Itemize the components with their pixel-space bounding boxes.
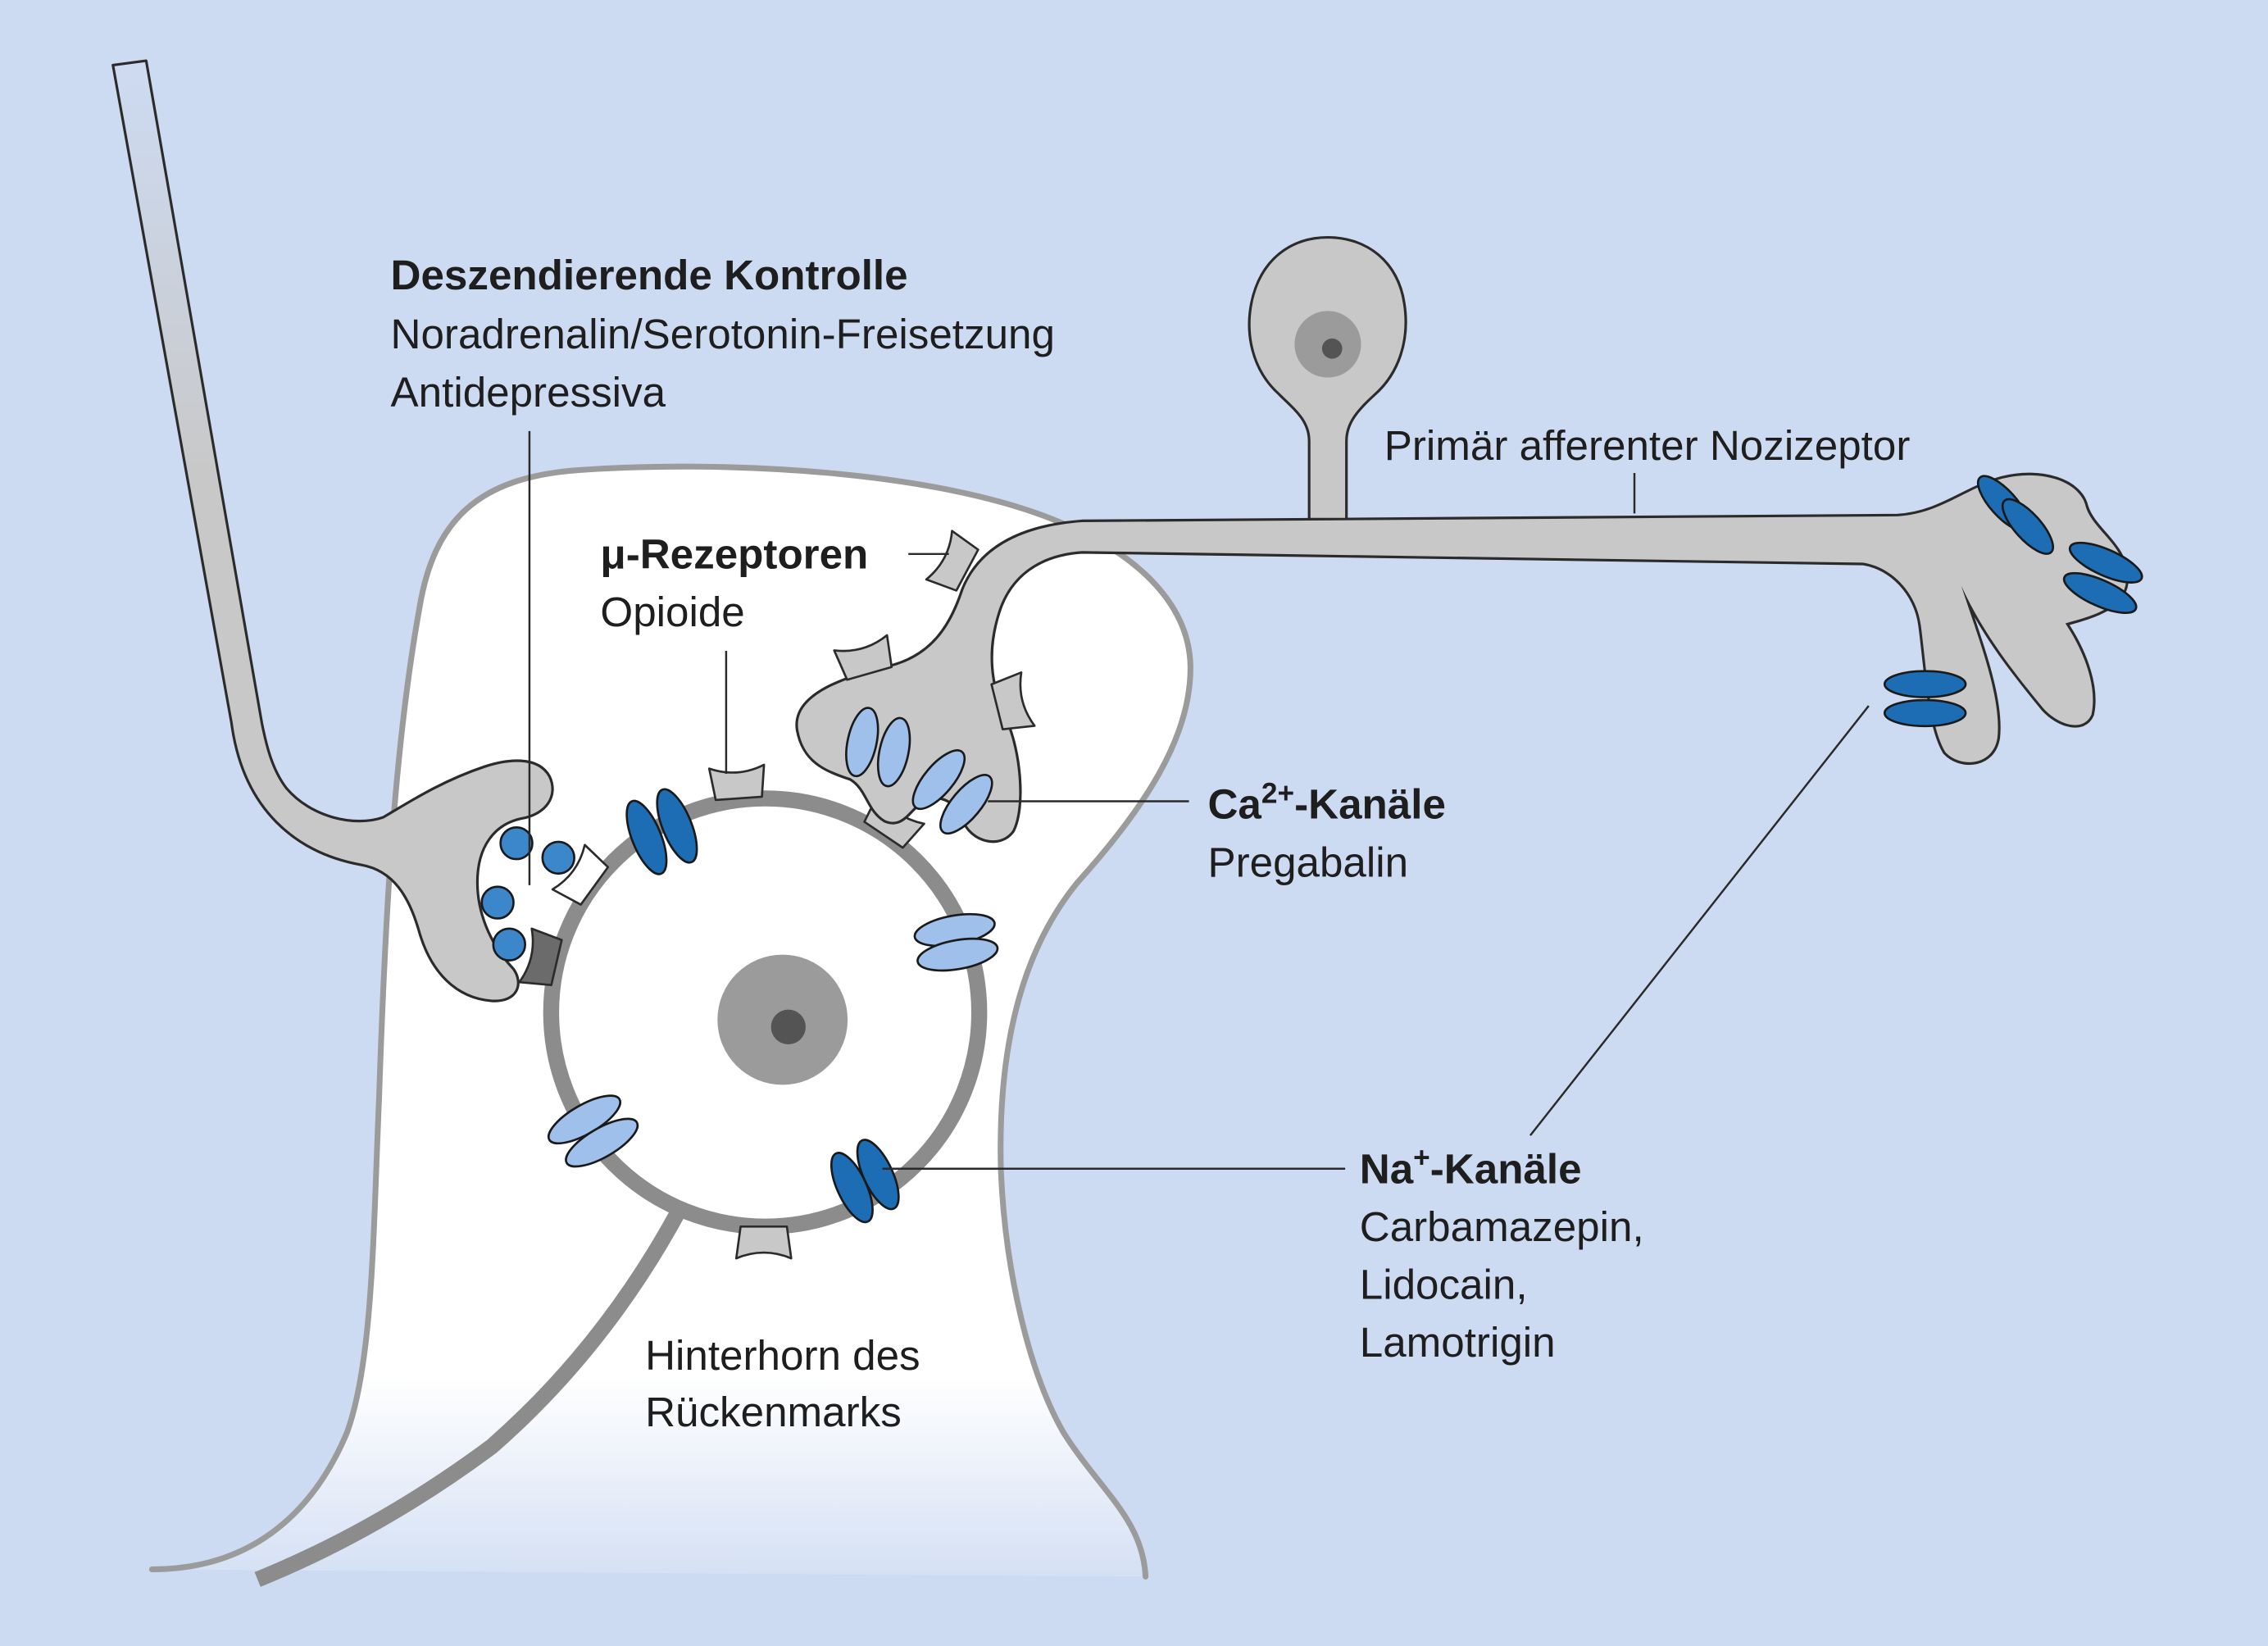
afferent-title: Primär afferenter Nozizeptor — [1384, 422, 1911, 469]
na-title-suffix: -Kanäle — [1430, 1145, 1582, 1192]
sodium-channels — [625, 475, 2143, 1224]
calcium-channel — [845, 707, 879, 778]
neurotransmitter-vesicles — [480, 825, 575, 962]
vesicle — [480, 885, 515, 920]
na-drug-2: Lidocain, — [1360, 1262, 1528, 1308]
ca-title-base: Ca — [1207, 781, 1261, 828]
dorsal-horn-line1: Hinterhorn des — [645, 1332, 920, 1379]
na-title-sup: + — [1413, 1142, 1430, 1174]
na-drug-1: Carbamazepin, — [1360, 1203, 1644, 1250]
calcium-channel — [876, 716, 911, 788]
sodium-channel — [2062, 571, 2138, 614]
receptor — [734, 1225, 793, 1260]
labels: Deszendierende Kontrolle Noradrenalin/Se… — [391, 252, 1911, 1435]
calcium-channel — [911, 749, 966, 811]
descending-line1: Noradrenalin/Serotonin-Freisetzung — [391, 311, 1055, 357]
sodium-channel — [625, 799, 668, 875]
descending-title: Deszendierende Kontrolle — [391, 252, 908, 298]
vesicle — [541, 840, 575, 875]
descending-line2: Antidepressiva — [391, 369, 666, 416]
ca-title-suffix: -Kanäle — [1294, 781, 1446, 828]
na-drug-3: Lamotrigin — [1360, 1319, 1556, 1366]
sodium-channel — [656, 788, 698, 864]
mu-line1: Opioide — [600, 589, 744, 635]
sodium-channel — [1883, 698, 1967, 728]
vesicle — [492, 927, 526, 962]
calcium-channel — [939, 774, 993, 835]
leader-lines — [528, 430, 1870, 1170]
sodium-channel — [2001, 498, 2054, 555]
vesicle — [499, 825, 534, 861]
mu-title: μ-Rezeptoren — [600, 530, 868, 577]
descending-axon-terminal — [111, 59, 554, 1003]
na-title-base: Na — [1360, 1145, 1414, 1192]
ca-title-sup: 2+ — [1261, 777, 1294, 809]
dorsal-horn-neuron-nucleolus — [770, 1009, 806, 1044]
ca-line1: Pregabalin — [1207, 839, 1408, 885]
primary-afferent-nucleolus — [1321, 338, 1343, 359]
dorsal-horn-line2: Rückenmarks — [645, 1389, 902, 1435]
dorsal-horn-neuron-axon — [254, 1199, 690, 1587]
sodium-channel — [2068, 541, 2143, 584]
dorsal-horn-outline — [148, 463, 1193, 1580]
calcium-channels — [547, 707, 999, 1168]
calcium-channel — [565, 1117, 639, 1168]
calcium-channel — [916, 937, 999, 972]
leader-na-peripheral — [1529, 705, 1870, 1136]
na-title: Na+-Kanäle — [1360, 1142, 1582, 1192]
ca-title: Ca2+-Kanäle — [1207, 777, 1445, 827]
sodium-channel — [1883, 670, 1967, 698]
